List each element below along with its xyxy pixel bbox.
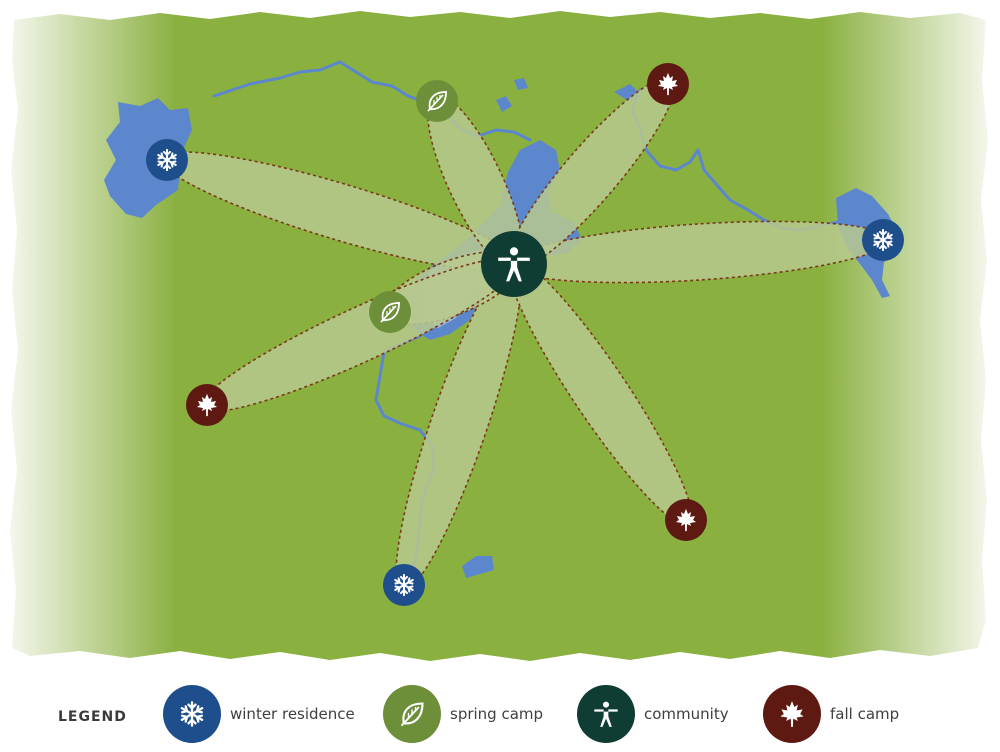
legend-item-winter-residence: winter residence [160,685,355,743]
legend-label-fall-camp: fall camp [830,705,900,723]
marker-fall-7 [665,499,707,541]
person-icon [577,685,635,743]
legend-label-spring-camp: spring camp [450,705,544,723]
marker-spring-4 [369,291,411,333]
marker-winter-0 [146,139,188,181]
seasonal-rounds-map [10,11,988,661]
leaf-icon [383,685,441,743]
legend-item-community: community [574,685,729,743]
marker-winter-2 [383,564,425,606]
legend-item-fall-camp: fall camp [760,685,900,743]
site-markers [146,63,904,606]
marker-fall-5 [647,63,689,105]
maple-leaf-icon [763,685,821,743]
legend-label-community: community [644,705,729,723]
legend-item-spring-camp: spring camp [380,685,544,743]
marker-spring-3 [416,80,458,122]
legend-title: LEGEND [58,709,127,725]
marker-fall-6 [186,384,228,426]
marker-community [481,231,547,297]
map-legend: LEGEND winter residence spring camp comm… [0,672,1000,752]
snowflake-icon [163,685,221,743]
seasonal-routes [160,77,890,592]
legend-label-winter-residence: winter residence [230,705,355,723]
marker-winter-1 [862,219,904,261]
